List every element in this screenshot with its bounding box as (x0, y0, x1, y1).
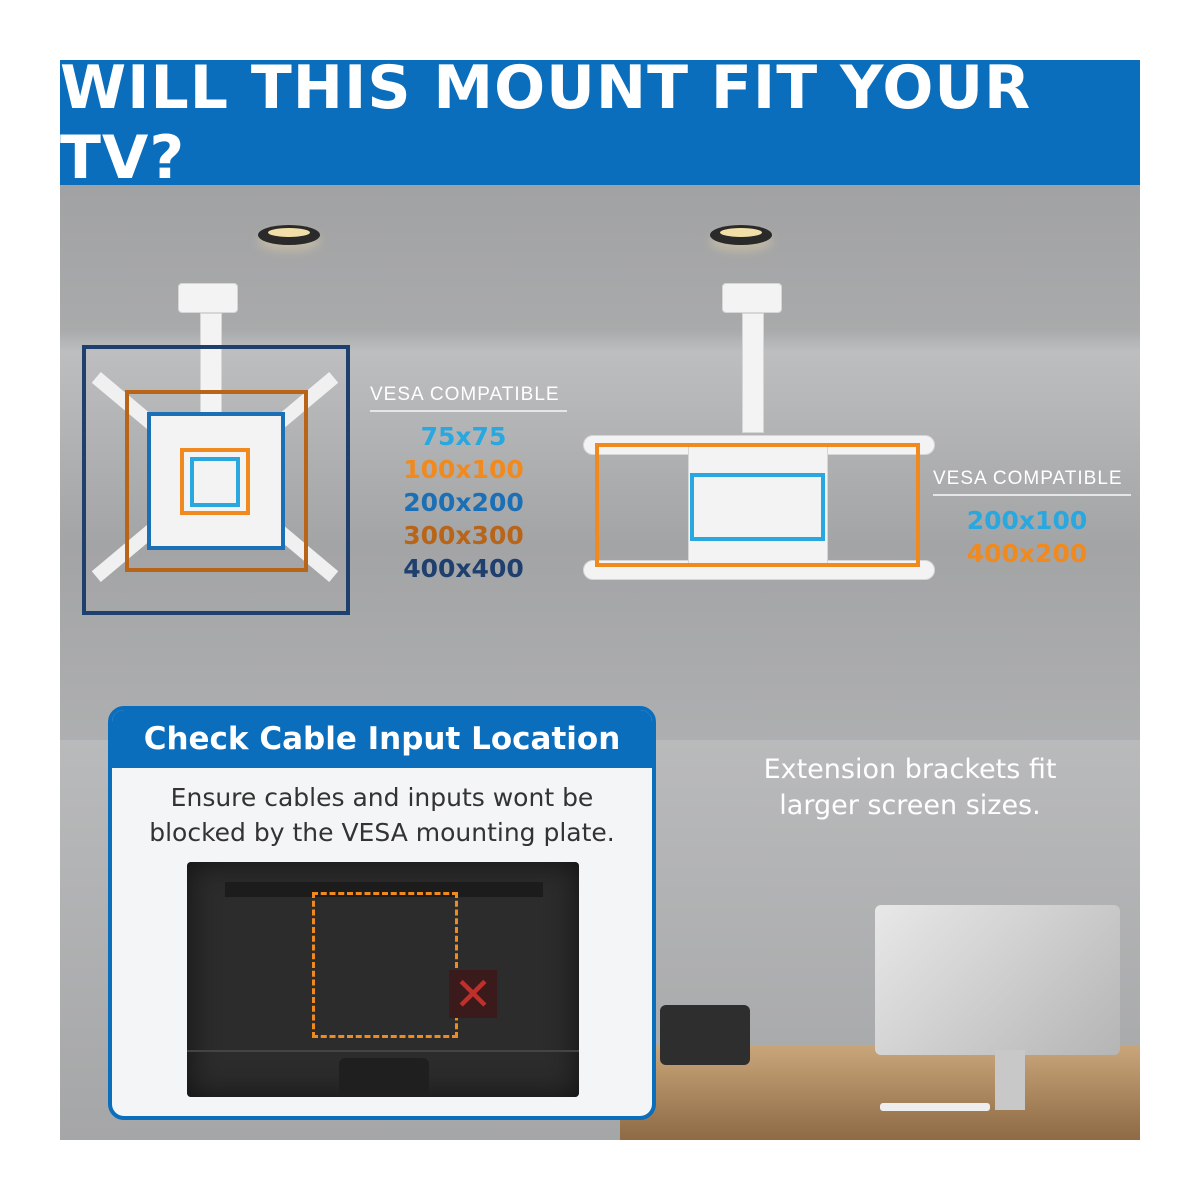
extension-note: Extension brackets fit larger screen siz… (740, 752, 1080, 824)
vesa-compatible-label: VESA COMPATIBLE (933, 468, 1131, 496)
vesa-75x75-outline (190, 457, 240, 507)
title-banner: WILL THIS MOUNT FIT YOUR TV? (60, 53, 1140, 193)
extension-note-line: larger screen sizes. (779, 790, 1041, 821)
monitor-stand (995, 1050, 1025, 1110)
keyboard (880, 1103, 990, 1111)
ceiling-light (710, 225, 772, 245)
ceiling-plate (722, 283, 782, 313)
tv-stand-mount (339, 1058, 429, 1096)
vesa-400x400-outline (82, 345, 350, 615)
vesa-size: 200x200 (403, 488, 524, 517)
vesa-200x200-outline (147, 412, 285, 550)
mount-pole (742, 313, 764, 433)
vesa-100x100-outline (180, 448, 250, 515)
card-text: blocked by the VESA mounting plate. (149, 818, 615, 847)
right-vesa-info: VESA COMPATIBLE 200x100 400x200 (933, 468, 1131, 570)
vesa-size: 400x400 (403, 554, 524, 583)
vesa-300x300-outline (125, 390, 308, 572)
mount-plate (688, 445, 828, 565)
tv-back-image: ✕ (187, 862, 579, 1097)
office-chair (660, 1005, 750, 1065)
vesa-size: 100x100 (403, 455, 524, 484)
tv-divider (187, 1050, 579, 1052)
vesa-400x200-outline (595, 443, 920, 567)
desktop-monitor (875, 905, 1120, 1055)
vesa-size: 300x300 (403, 521, 524, 550)
vesa-compatible-label: VESA COMPATIBLE (370, 384, 567, 412)
vesa-size: 75x75 (420, 422, 507, 451)
vesa-size: 400x200 (966, 539, 1088, 568)
left-vesa-info: VESA COMPATIBLE 75x75 100x100 200x200 30… (370, 384, 567, 585)
ceiling-plate (178, 283, 238, 313)
card-header: Check Cable Input Location (112, 710, 652, 768)
card-title: Check Cable Input Location (143, 721, 621, 757)
ceiling-light (258, 225, 320, 245)
banner-title: WILL THIS MOUNT FIT YOUR TV? (60, 52, 1032, 193)
vesa-size: 200x100 (966, 506, 1088, 535)
cable-input-card: Check Cable Input Location Ensure cables… (108, 706, 656, 1120)
vesa-200x100-outline (690, 473, 825, 541)
tv-vent (225, 882, 543, 897)
card-body: Ensure cables and inputs wont be blocked… (112, 768, 652, 850)
card-text: Ensure cables and inputs wont be (170, 783, 594, 812)
vesa-plate-outline (312, 892, 458, 1038)
blocked-input-x-icon: ✕ (449, 970, 497, 1018)
extension-note-line: Extension brackets fit (763, 754, 1057, 785)
